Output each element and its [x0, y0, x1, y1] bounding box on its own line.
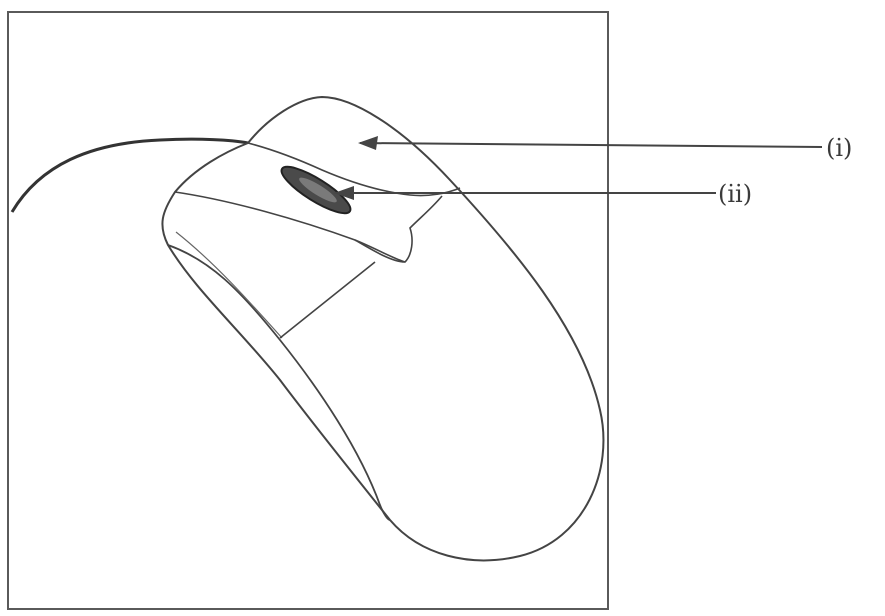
label-part-ii: (ii): [718, 180, 752, 208]
label-part-i: (i): [826, 134, 852, 162]
callout-arrow-i: [358, 136, 822, 150]
mouse-body: [162, 97, 603, 560]
